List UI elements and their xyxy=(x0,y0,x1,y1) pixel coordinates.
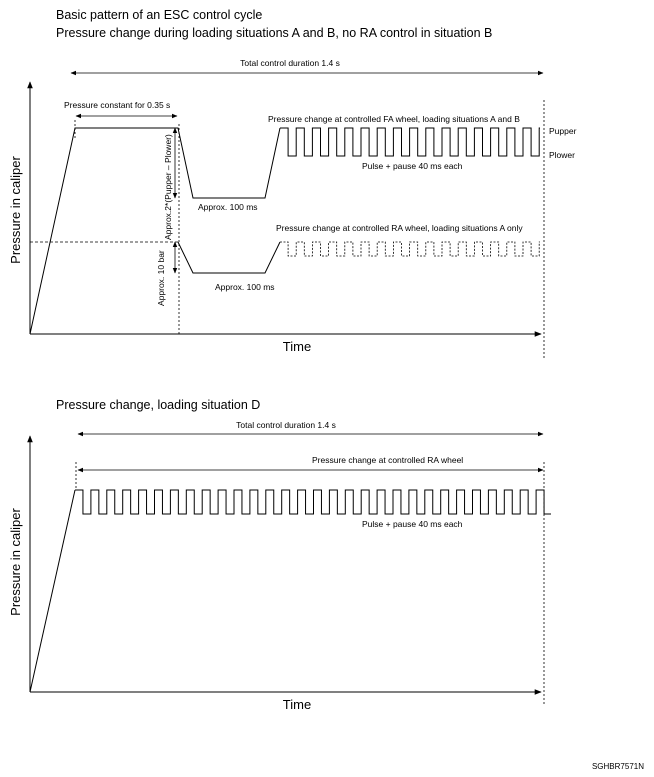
approx-2-label: Approx.2*(Pupper – Plower) xyxy=(163,134,173,240)
bottom-pulse-train xyxy=(75,489,551,515)
bottom-chart: Pressure change, loading situation D Pre… xyxy=(8,398,551,712)
top-pulse-label: Pulse + pause 40 ms each xyxy=(362,161,463,171)
ra-pressure-curve xyxy=(177,241,281,274)
p-upper-label: Pupper xyxy=(549,126,577,136)
bottom-ra-label: Pressure change at controlled RA wheel xyxy=(312,455,463,465)
fa-approx-label: Approx. 100 ms xyxy=(198,202,258,212)
diagram-subtitle: Pressure change during loading situation… xyxy=(56,26,493,40)
top-y-axis-label: Pressure in caliper xyxy=(8,156,23,264)
top-x-axis-label: Time xyxy=(283,339,311,354)
fa-wheel-label: Pressure change at controlled FA wheel, … xyxy=(268,114,520,124)
bottom-ramp-curve xyxy=(29,489,76,693)
top-chart: Pressure in caliper Time Total control d… xyxy=(8,58,577,358)
bottom-total-duration-label: Total control duration 1.4 s xyxy=(236,420,336,430)
approx-10bar-label: Approx. 10 bar xyxy=(156,250,166,306)
diagram-title: Basic pattern of an ESC control cycle xyxy=(56,8,263,22)
bottom-y-axis-label: Pressure in caliper xyxy=(8,508,23,616)
top-total-duration-label: Total control duration 1.4 s xyxy=(240,58,340,68)
ra-pulse-train xyxy=(280,241,540,257)
bottom-pulse-label: Pulse + pause 40 ms each xyxy=(362,519,463,529)
fa-pulse-train xyxy=(280,127,540,157)
figure-code: SGHBR7571N xyxy=(591,762,644,771)
p-lower-label: Plower xyxy=(549,150,575,160)
pressure-constant-label: Pressure constant for 0.35 s xyxy=(64,100,170,110)
bottom-x-axis-label: Time xyxy=(283,697,311,712)
bottom-chart-title: Pressure change, loading situation D xyxy=(56,398,260,412)
fa-pressure-curve xyxy=(29,127,281,335)
ra-wheel-label: Pressure change at controlled RA wheel, … xyxy=(276,223,523,233)
ra-approx-label: Approx. 100 ms xyxy=(215,282,275,292)
